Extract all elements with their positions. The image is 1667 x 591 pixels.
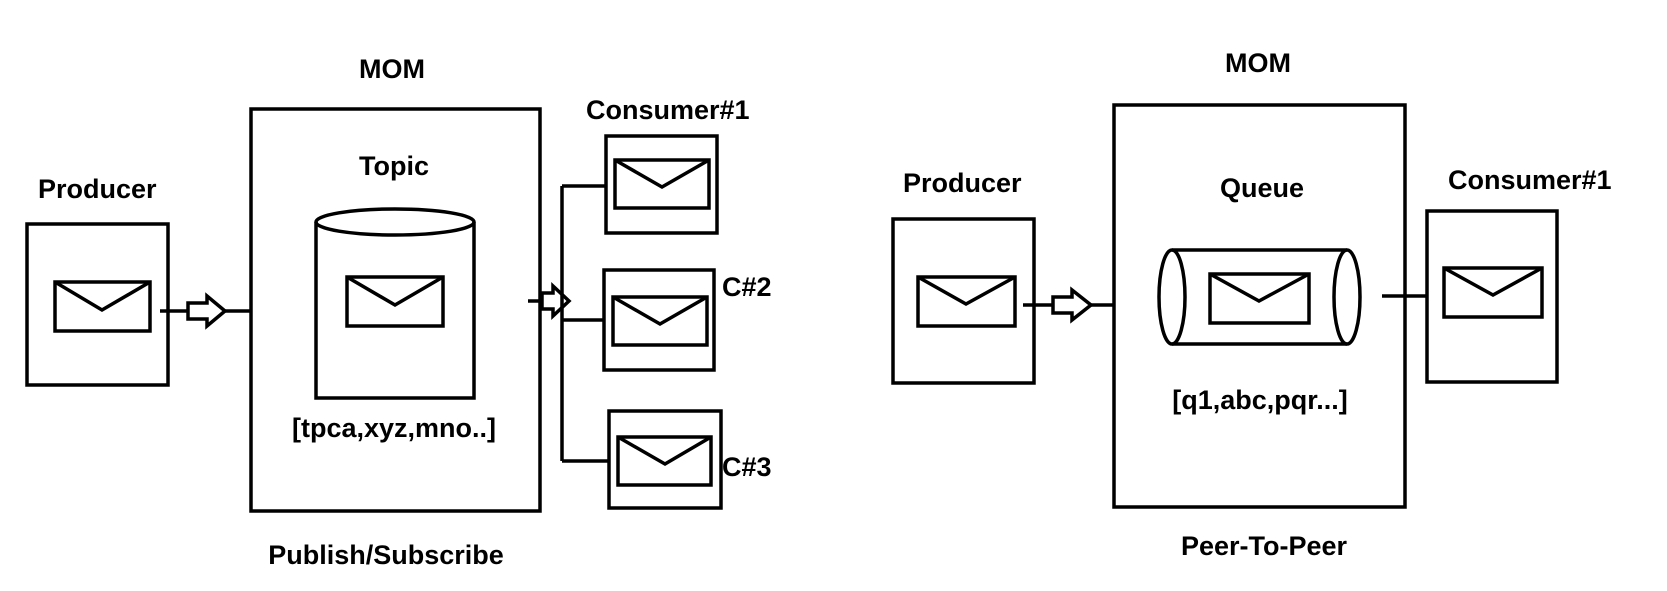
envelope-icon [1442,266,1544,319]
pubsub-consumer-2-label: C#2 [722,272,772,302]
envelope-icon [53,280,152,333]
topic-label: Topic [359,151,429,181]
pubsub-consumer-3-box [607,409,723,510]
topic-names: [tpca,xyz,mno..] [291,413,497,443]
cylinder-icon [314,207,476,400]
pubsub-consumer-3-label: C#3 [722,452,772,482]
horizontal-cylinder-icon [1157,248,1362,346]
pubsub-section [25,107,723,513]
envelope-icon [345,275,445,328]
hollow-arrow-icon [1051,286,1094,324]
pubsub-consumer-1-label: Consumer#1 [586,95,750,125]
pubsub-caption: Publish/Subscribe [268,540,504,570]
queue-names: [q1,abc,pqr...] [1172,385,1348,415]
queue-label: Queue [1219,173,1305,203]
p2p-consumer-1-box [1425,209,1559,384]
pubsub-mom-box [249,107,542,513]
p2p-producer-label: Producer [903,168,1022,198]
pubsub-mom-label: MOM [359,54,425,84]
pubsub-producer-label: Producer [38,174,157,204]
hollow-arrow-icon [540,281,572,321]
pubsub-consumer-2-box [602,268,716,372]
p2p-caption: Peer-To-Peer [1180,531,1348,561]
p2p-mom-label: MOM [1225,48,1291,78]
p2p-producer-box [891,217,1036,385]
hollow-arrow-icon [186,292,228,330]
p2p-mom-box [1112,103,1407,509]
envelope-icon [916,275,1017,328]
pubsub-producer-box [25,222,170,387]
pubsub-consumer-1-box [604,134,719,235]
envelope-icon [613,158,711,210]
envelope-icon [616,435,713,487]
p2p-section [891,103,1559,509]
envelope-icon [1208,272,1311,325]
p2p-consumer-1-label: Consumer#1 [1448,165,1612,195]
envelope-icon [611,295,709,347]
